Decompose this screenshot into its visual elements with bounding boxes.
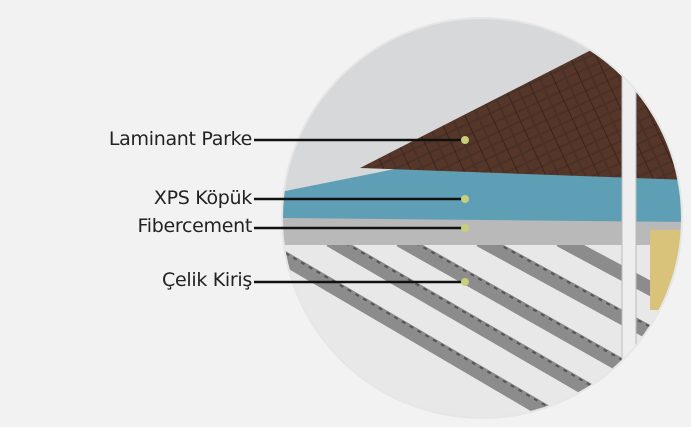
leader-dots <box>461 136 469 286</box>
label-laminate-parquet: Laminant Parke <box>108 128 252 150</box>
leader-lines <box>254 138 463 284</box>
label-fibercement: Fibercement <box>137 215 253 237</box>
label-steel-joist: Çelik Kiriş <box>162 269 252 291</box>
detail-circle <box>282 18 682 418</box>
steel-post <box>621 59 637 418</box>
xps-foam-layer <box>282 168 682 222</box>
label-xps-foam: XPS Köpük <box>153 187 252 209</box>
